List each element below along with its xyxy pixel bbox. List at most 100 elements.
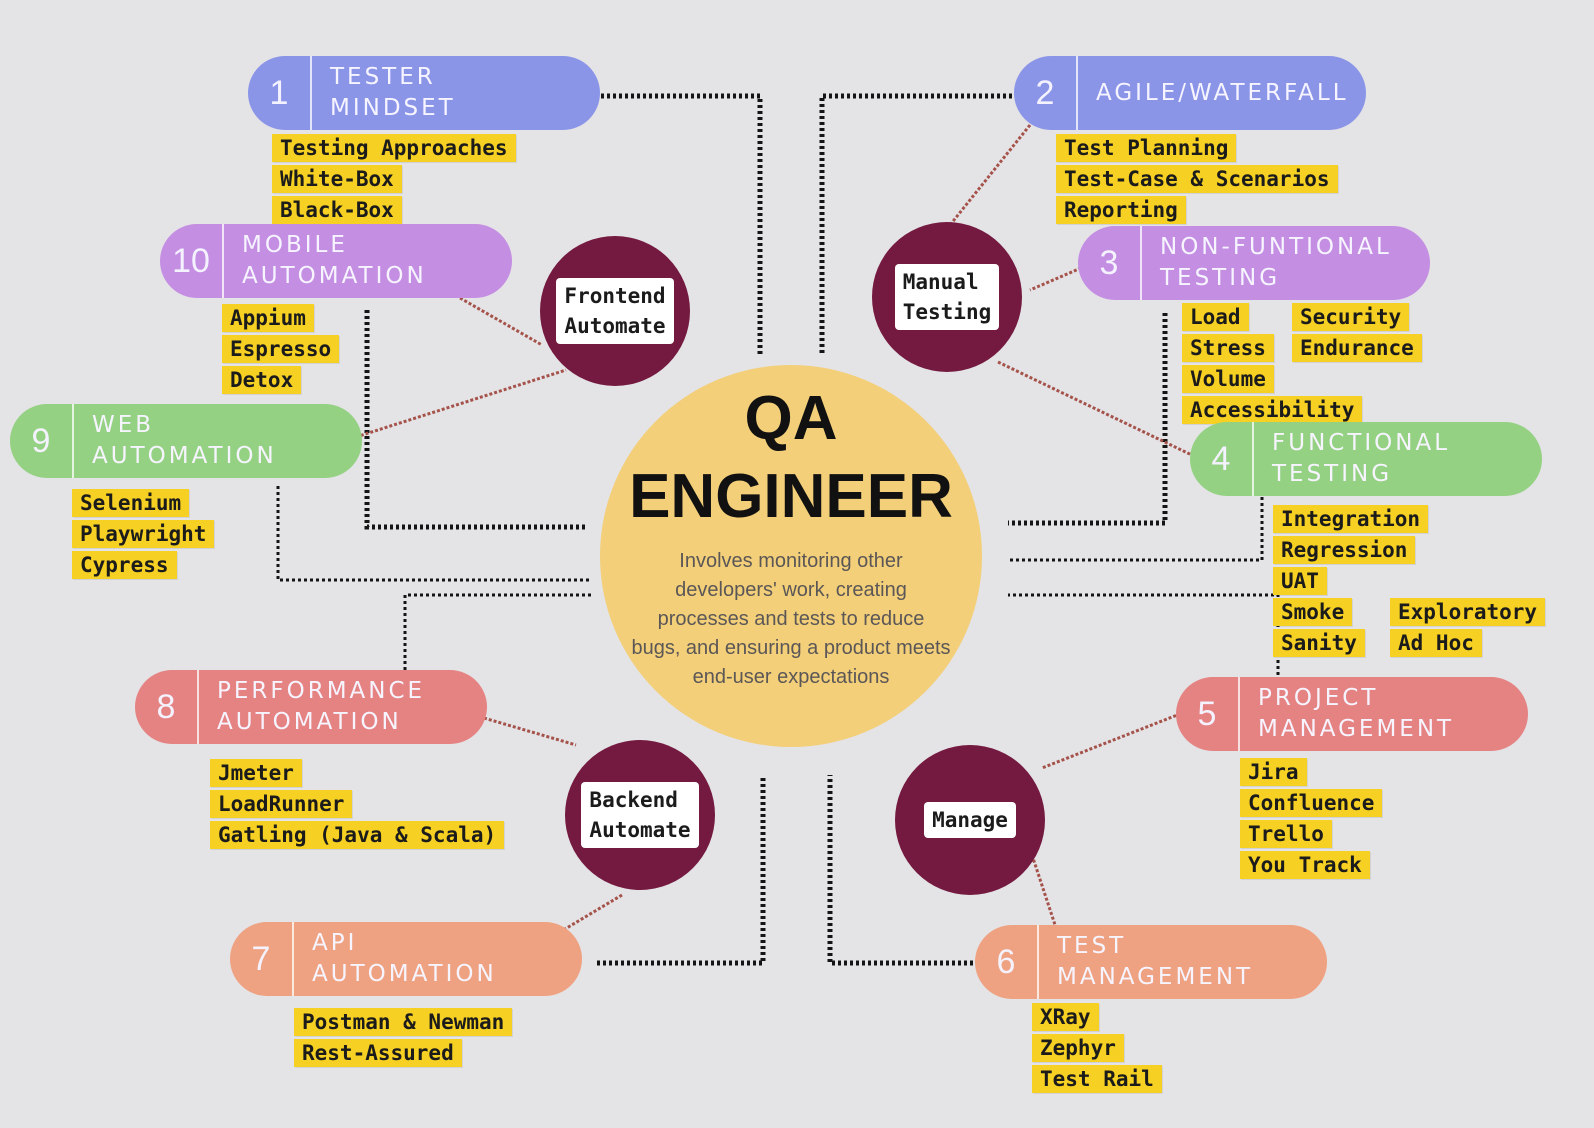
topic-3-tags: Load Stress Volume Accessibility — [1182, 303, 1363, 427]
topic-number: 1 — [248, 56, 312, 130]
connector-functional-testing — [1008, 497, 1264, 562]
hub-label: Backend Automate — [581, 782, 699, 848]
topic-title: Agile/Waterfall — [1096, 79, 1349, 106]
tag-item: Test Rail — [1032, 1065, 1162, 1093]
topic-title: Non-Funtional Testing — [1160, 234, 1392, 291]
hub-manage: Manage — [895, 745, 1045, 895]
tag-item: Endurance — [1292, 334, 1422, 362]
link-manual-functional — [997, 360, 1199, 460]
topic-2-tags: Test Planning Test-Case & Scenarios Repo… — [1056, 134, 1338, 227]
topic-10-tags: Appium Espresso Detox — [222, 304, 340, 397]
link-web-frontend — [355, 368, 567, 439]
topic-number: 5 — [1176, 677, 1240, 751]
topic-6-pill: 6 Test Management — [975, 925, 1327, 999]
tag-item: Black-Box — [272, 196, 402, 224]
tag-item: Jira — [1240, 758, 1307, 786]
hub-frontend-automate: Frontend Automate — [540, 236, 690, 386]
hub-manual-testing: Manual Testing — [872, 222, 1022, 372]
tag-item: Testing Approaches — [272, 134, 516, 162]
tag-item: Postman & Newman — [294, 1008, 513, 1036]
topic-title: Project Management — [1258, 685, 1455, 742]
topic-4-pill: 4 Functional Testing — [1190, 422, 1542, 496]
hub-label: Frontend Automate — [556, 278, 674, 344]
tag-item: Confluence — [1240, 789, 1383, 817]
topic-number: 2 — [1014, 56, 1078, 130]
connector-api-automation — [597, 775, 766, 966]
topic-1-pill: 1 Tester Mindset — [248, 56, 600, 130]
topic-number: 8 — [135, 670, 199, 744]
hub-label: Manual Testing — [894, 264, 1000, 330]
connector-project-management — [1008, 593, 1280, 675]
topic-5-pill: 5 Project Management — [1176, 677, 1528, 751]
tag-item: Sanity — [1273, 629, 1365, 657]
topic-3-tags-extra: Security Endurance — [1292, 303, 1422, 365]
topic-number: 7 — [230, 922, 294, 996]
tag-item: Ad Hoc — [1390, 629, 1482, 657]
link-performance-backend — [483, 716, 577, 747]
tag-item: Appium — [222, 304, 314, 332]
tag-item: Security — [1292, 303, 1410, 331]
topic-4-tags: Integration Regression UAT Smoke Sanity — [1273, 505, 1429, 660]
tag-item: Stress — [1182, 334, 1274, 362]
connector-agile-waterfall — [819, 93, 1012, 355]
tag-item: Load — [1182, 303, 1249, 331]
topic-title: Web Automation — [92, 412, 277, 469]
topic-8-pill: 8 Performance Automation — [135, 670, 487, 744]
connector-tester-mindset — [595, 93, 763, 355]
tag-item: Selenium — [72, 489, 190, 517]
link-project-manage — [1041, 708, 1191, 770]
tag-item: LoadRunner — [210, 790, 353, 818]
connector-mobile-automation — [364, 310, 588, 530]
topic-number: 6 — [975, 925, 1039, 999]
topic-title: Mobile Automation — [242, 232, 427, 289]
topic-8-tags: Jmeter LoadRunner Gatling (Java & Scala) — [210, 759, 505, 852]
tag-item: Test-Case & Scenarios — [1056, 165, 1338, 193]
topic-6-tags: XRay Zephyr Test Rail — [1032, 1003, 1162, 1096]
tag-item: Espresso — [222, 335, 340, 363]
tag-item: Accessibility — [1182, 396, 1363, 424]
topic-9-pill: 9 Web Automation — [10, 404, 362, 478]
tag-item: XRay — [1032, 1003, 1099, 1031]
topic-4-tags-extra: Exploratory Ad Hoc — [1390, 598, 1546, 660]
tag-item: Smoke — [1273, 598, 1353, 626]
center-description: Involves monitoring other developers' wo… — [631, 550, 951, 688]
connector-non-functional — [1008, 313, 1168, 526]
topic-7-tags: Postman & Newman Rest-Assured — [294, 1008, 513, 1070]
tag-item: Zephyr — [1032, 1034, 1124, 1062]
tag-item: Gatling (Java & Scala) — [210, 821, 505, 849]
hub-backend-automate: Backend Automate — [565, 740, 715, 890]
topic-5-tags: Jira Confluence Trello You Track — [1240, 758, 1383, 882]
link-backend-api — [559, 893, 623, 934]
center-title-line2: ENGINEER — [629, 462, 953, 531]
tag-item: UAT — [1273, 567, 1327, 595]
topic-title: Functional Testing — [1272, 430, 1451, 487]
topic-2-pill: 2 Agile/Waterfall — [1014, 56, 1366, 130]
connector-web-automation — [276, 486, 592, 582]
topic-number: 10 — [160, 224, 224, 298]
tag-item: Playwright — [72, 520, 215, 548]
topic-title: Performance Automation — [217, 678, 426, 735]
tag-item: Exploratory — [1390, 598, 1546, 626]
topic-3-pill: 3 Non-Funtional Testing — [1078, 226, 1430, 300]
link-agile-manual — [948, 124, 1032, 226]
topic-number: 9 — [10, 404, 74, 478]
topic-title: Tester Mindset — [330, 64, 456, 121]
tag-item: Cypress — [72, 551, 177, 579]
tag-item: Volume — [1182, 365, 1274, 393]
tag-item: Integration — [1273, 505, 1429, 533]
center-title-line1: QA — [744, 384, 838, 453]
topic-10-pill: 10 Mobile Automation — [160, 224, 512, 298]
topic-7-pill: 7 API Automation — [230, 922, 582, 996]
tag-item: Reporting — [1056, 196, 1186, 224]
hub-label: Manage — [924, 802, 1016, 838]
connector-performance-automation — [403, 593, 592, 670]
topic-number: 3 — [1078, 226, 1142, 300]
tag-item: Detox — [222, 366, 302, 394]
tag-item: Trello — [1240, 820, 1332, 848]
tag-item: Regression — [1273, 536, 1416, 564]
qa-engineer-center: QA ENGINEER Involves monitoring other de… — [600, 365, 982, 747]
topic-9-tags: Selenium Playwright Cypress — [72, 489, 215, 582]
tag-item: Jmeter — [210, 759, 302, 787]
topic-1-tags: Testing Approaches White-Box Black-Box — [272, 134, 516, 227]
